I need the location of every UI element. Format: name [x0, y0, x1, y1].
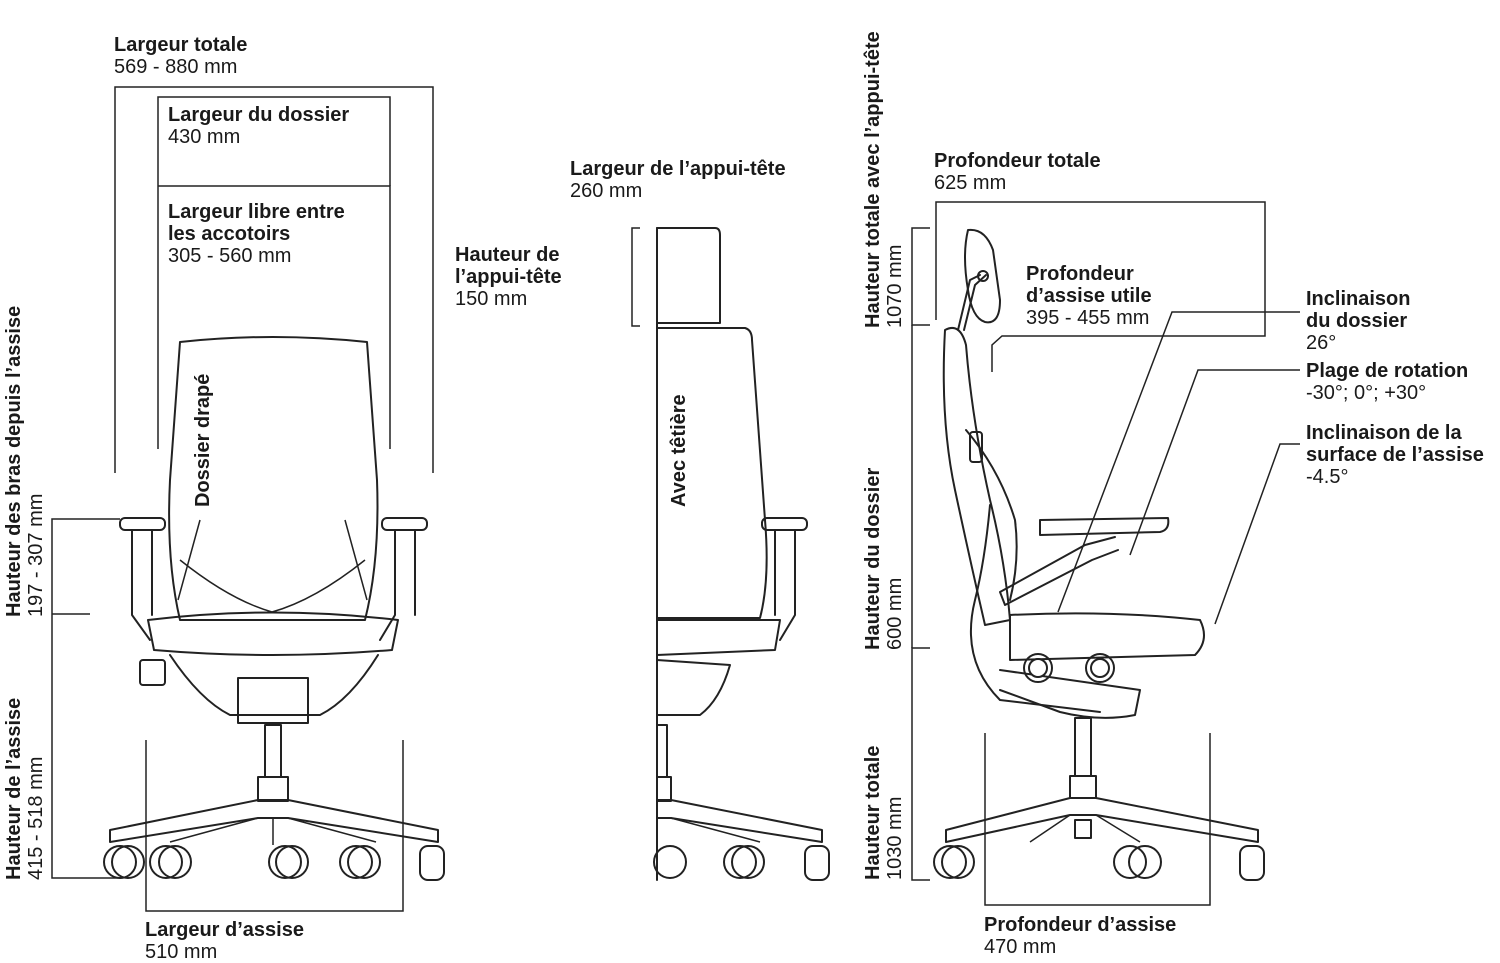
total-height-headrest-label: Hauteur totale avec l’appui-tête 1070 mm: [862, 31, 906, 328]
total-height-label: Hauteur totale 1030 mm: [862, 746, 906, 880]
front-back-label: Dossier drapé: [192, 373, 214, 507]
side-view-dimension-lines: [911, 201, 1300, 906]
back-height-label: Hauteur du dossier 600 mm: [862, 468, 906, 650]
seat-height-value: 415 - 518 mm: [25, 756, 47, 880]
headrest-width-value: 260 mm: [570, 180, 643, 202]
arm-clearance-value: 305 - 560 mm: [168, 245, 292, 267]
seat-incline-value: -4.5°: [1306, 466, 1349, 488]
seat-incline-title-1: Inclinaison de la: [1306, 422, 1462, 444]
arm-height-value: 197 - 307 mm: [25, 493, 47, 617]
total-width-title: Largeur totale: [114, 34, 248, 56]
seat-width-title: Largeur d’assise: [145, 919, 304, 941]
back-incline-title-1: Inclinaison: [1306, 288, 1411, 310]
back-incline-value: 26°: [1306, 332, 1337, 354]
rotation-label: Plage de rotation -30°; 0°; +30°: [1306, 360, 1468, 404]
middle-back-label: Avec têtière: [668, 394, 690, 507]
front-view-dimension-lines: [51, 86, 434, 912]
total-width-label: Largeur totale 569 - 880 mm: [114, 34, 247, 78]
total-height-headrest-title: Hauteur totale avec l’appui-tête: [862, 31, 884, 328]
arm-height-title: Hauteur des bras depuis l’assise: [3, 305, 25, 617]
usable-depth-value: 395 - 455 mm: [1026, 307, 1150, 329]
arm-clearance-title-2: les accotoirs: [168, 223, 291, 245]
back-width-value: 430 mm: [168, 126, 241, 148]
total-height-title: Hauteur totale: [862, 745, 884, 880]
rotation-title: Plage de rotation: [1306, 360, 1469, 382]
back-incline-label: Inclinaison du dossier 26°: [1306, 288, 1410, 354]
total-width-value: 569 - 880 mm: [114, 56, 238, 78]
seat-height-label: Hauteur de l’assise 415 - 518 mm: [3, 698, 47, 880]
back-height-title: Hauteur du dossier: [862, 467, 884, 650]
headrest-width-label: Largeur de l’appui-tête 260 mm: [570, 158, 786, 202]
back-width-label: Largeur du dossier 430 mm: [168, 104, 349, 148]
seat-width-label: Largeur d’assise 510 mm: [145, 919, 304, 963]
seat-depth-value: 470 mm: [984, 936, 1057, 958]
back-incline-title-2: du dossier: [1306, 310, 1408, 332]
seat-width-value: 510 mm: [145, 941, 218, 963]
usable-depth-title-1: Profondeur: [1026, 263, 1134, 285]
total-height-value: 1030 mm: [884, 796, 906, 880]
seat-incline-label: Inclinaison de la surface de l’assise -4…: [1306, 422, 1484, 488]
seat-incline-title-2: surface de l’assise: [1306, 444, 1484, 466]
back-width-title: Largeur du dossier: [168, 104, 350, 126]
arm-clearance-label: Largeur libre entre les accotoirs 305 - …: [168, 201, 345, 267]
middle-view-dimension-lines: [631, 227, 640, 327]
seat-height-title: Hauteur de l’assise: [3, 697, 25, 880]
seat-depth-title: Profondeur d’assise: [984, 914, 1177, 936]
seat-depth-label: Profondeur d’assise 470 mm: [984, 914, 1176, 958]
headrest-height-value: 150 mm: [455, 288, 528, 310]
rotation-value: -30°; 0°; +30°: [1306, 382, 1427, 404]
total-depth-value: 625 mm: [934, 172, 1007, 194]
middle-view-chair: [653, 227, 830, 881]
total-depth-title: Profondeur totale: [934, 150, 1101, 172]
headrest-height-label: Hauteur de l’appui-tête 150 mm: [455, 244, 562, 310]
side-view-chair: [933, 228, 1265, 881]
arm-height-label: Hauteur des bras depuis l’assise 197 - 3…: [3, 306, 47, 617]
headrest-width-title: Largeur de l’appui-tête: [570, 158, 786, 180]
back-height-value: 600 mm: [884, 577, 906, 650]
front-view-chair: [103, 336, 445, 881]
usable-depth-title-2: d’assise utile: [1026, 285, 1152, 307]
arm-clearance-title-1: Largeur libre entre: [168, 201, 345, 223]
headrest-height-title-1: Hauteur de: [455, 244, 560, 266]
total-depth-label: Profondeur totale 625 mm: [934, 150, 1101, 194]
total-height-headrest-value: 1070 mm: [884, 244, 906, 328]
headrest-height-title-2: l’appui-tête: [455, 266, 562, 288]
usable-depth-label: Profondeur d’assise utile 395 - 455 mm: [1026, 263, 1152, 329]
